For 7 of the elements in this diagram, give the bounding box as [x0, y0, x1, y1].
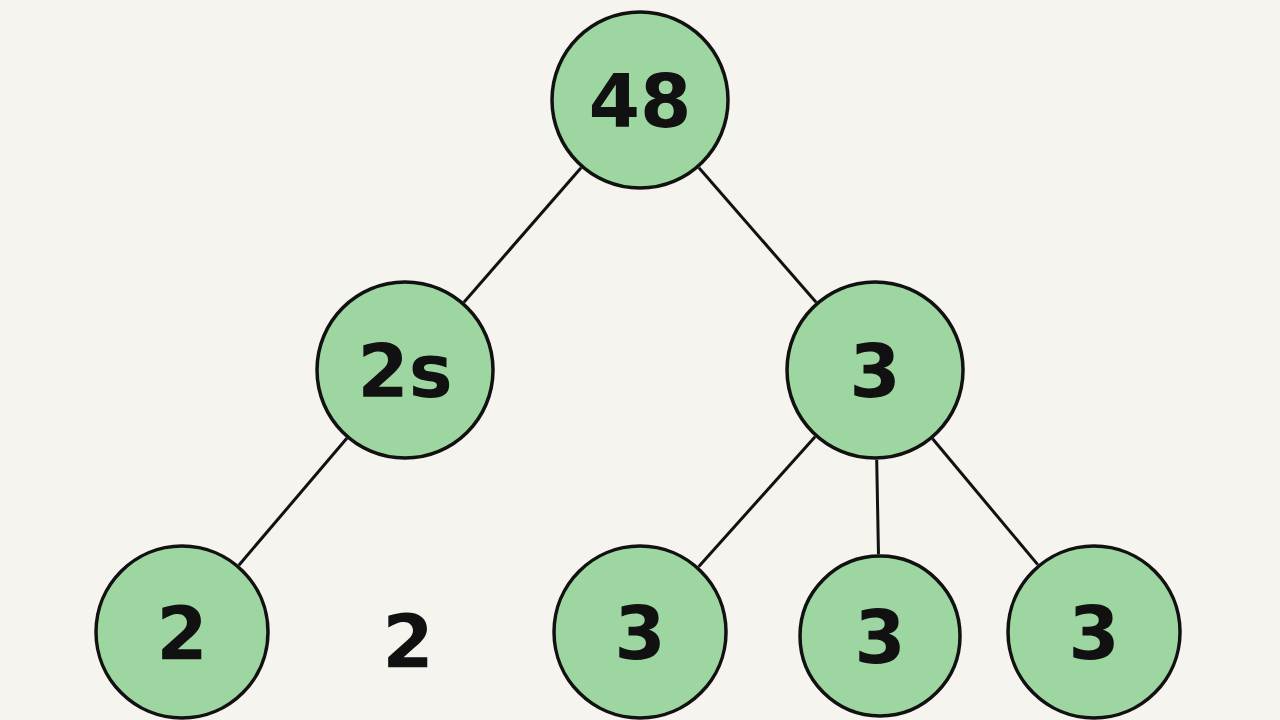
connector-line — [697, 166, 818, 304]
connector-line — [237, 437, 348, 567]
number-label: 2 — [388, 612, 428, 668]
connector-line — [462, 166, 583, 304]
connector-line — [931, 437, 1039, 566]
connector-line — [697, 435, 817, 568]
connector-line — [875, 459, 880, 555]
